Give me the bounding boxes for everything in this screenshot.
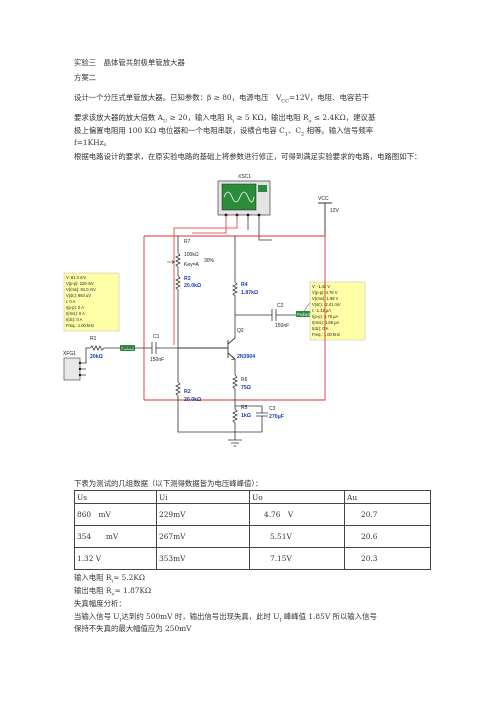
r4-resistor-icon: [232, 281, 238, 338]
svg-text:Freq.: 1.00 kHz: Freq.: 1.00 kHz: [312, 332, 340, 337]
vcc-label: VCC: [318, 196, 329, 202]
q-model: 2N3904: [237, 354, 255, 360]
cell: 229mV: [156, 503, 250, 526]
distortion-line-1: 当输入信号 UI达到约 500mV 时，输出信号出现失真，此时 UI 峰峰值 1…: [74, 612, 377, 624]
r4-name: R4: [241, 282, 248, 288]
r7-value: 100kΩ: [184, 252, 199, 258]
q-name: Q2: [237, 328, 244, 334]
distortion-line-2: 保持不失真的最大幅值应为 250mV: [74, 624, 192, 633]
r4-value: 1.87kΩ: [241, 290, 258, 296]
svg-text:I: -1.42 μA: I: -1.42 μA: [312, 308, 331, 313]
r7-name: R7: [184, 239, 191, 245]
r6-name: R6: [241, 377, 248, 383]
circuit-diagram: XSC1 VCC 12V R7 100kΩ 30% Key=A R3 20.0k…: [63, 174, 366, 447]
function-generator-icon: [63, 357, 82, 381]
output-resistance: 输出电阻 Ro≈ 1.87KΩ: [74, 586, 152, 598]
svg-text:Probe2: Probe2: [121, 346, 135, 351]
r7-resistor-icon: [175, 252, 181, 268]
ground-icon: [177, 402, 262, 447]
r2-name: R2: [184, 389, 191, 395]
svg-text:Freq.: 1.00 kHz: Freq.: 1.00 kHz: [66, 323, 94, 328]
r2-value: 20.0kΩ: [184, 397, 201, 403]
r5-resistor-icon: [232, 408, 238, 432]
cell: 354 mV: [74, 525, 157, 548]
paragraph-2: 根据电路设计的要求，在原实验电路的基础上将参数进行修正，可得到满足实验要求的电路…: [74, 152, 422, 161]
svg-text:I(dc): 0 A: I(dc): 0 A: [66, 317, 83, 322]
c2-name: C2: [277, 303, 284, 309]
r3-resistor-icon: [175, 275, 181, 348]
svg-text:Probe1: Probe1: [297, 312, 311, 317]
svg-text:V(p-p): 229 mV: V(p-p): 229 mV: [66, 281, 94, 286]
svg-text:I(rms): 1.69 μA: I(rms): 1.69 μA: [312, 320, 339, 325]
table-row: 1.32 V 353mV 7.15V 20.3: [74, 547, 431, 570]
svg-text:V(dc): -2.41 mV: V(dc): -2.41 mV: [312, 302, 341, 307]
vcc-value: 12V: [330, 208, 340, 214]
measurement-table: Us Ui Uo Au 860 mV 229mV 4.76 V 20.7 354…: [74, 490, 431, 570]
svg-text:V: -1.42 V: V: -1.42 V: [312, 284, 330, 289]
paragraph-line-1: 设计一个分压式单管放大器。已知参数：β ≥ 80，电源电压 VCC=12V，电阻…: [74, 93, 370, 105]
svg-text:I: 0 A: I: 0 A: [66, 299, 76, 304]
c2-capacitor-icon: [235, 309, 298, 321]
cell: 1.32 V: [74, 547, 157, 570]
r1-name: R1: [90, 336, 97, 342]
r7-key: Key=A: [184, 262, 200, 268]
paragraph-line-4: f=1KHz。: [74, 138, 111, 147]
svg-text:I(p-p): 0 A: I(p-p): 0 A: [66, 305, 84, 310]
r6-resistor-icon: [232, 374, 238, 402]
c3-name: C3: [269, 406, 276, 412]
cell: 20.7: [344, 503, 431, 526]
header-ui: Ui: [156, 490, 250, 504]
xfg-label: XFG1: [63, 351, 76, 357]
r3-name: R3: [184, 276, 191, 282]
page-title: 实验三 晶体管共射极单管放大器: [74, 58, 185, 67]
svg-text:I(rms): 0 A: I(rms): 0 A: [66, 311, 85, 316]
paragraph-line-3: 极上偏置电阻用 100 KΩ 电位器和一个电阻串联，设横合电容 C1、C2 相等…: [74, 126, 374, 138]
xsc-label: XSC1: [238, 174, 251, 180]
cell: 4.76 V: [249, 503, 345, 526]
table-row: 354 mV 267mV 5.51V 20.6: [74, 525, 431, 548]
c3-value: 270μF: [269, 414, 284, 420]
header-us: Us: [74, 490, 157, 504]
c1-value: 150nF: [150, 357, 164, 363]
svg-text:V(rms): 81.0 mV: V(rms): 81.0 mV: [66, 287, 96, 292]
svg-text:I(dc): 0 A: I(dc): 0 A: [312, 326, 329, 331]
cell: 20.6: [344, 525, 431, 548]
header-uo: Uo: [249, 490, 345, 504]
probe-readout-left: [63, 272, 120, 332]
c3-capacitor-icon: [235, 405, 268, 432]
cell: 353mV: [156, 547, 250, 570]
probe1-tag: Probe1: [296, 311, 311, 317]
probe-readout-right: [309, 281, 366, 341]
r6-value: 75Ω: [241, 385, 251, 391]
c1-capacitor-icon: [118, 342, 178, 354]
table-caption: 下表为测试的几组数据（以下测得数据皆为电压峰峰值）：: [74, 479, 263, 488]
paragraph-line-2: 要求该放大器的放大倍数 AU ≥ 20，输入电阻 Ri ≥ 5 KΩ，输出电阻 …: [74, 113, 376, 125]
r2-resistor-icon: [175, 381, 181, 402]
header-au: Au: [344, 490, 431, 504]
cell: 7.15V: [249, 547, 345, 570]
r7-percent: 30%: [204, 258, 215, 264]
c1-name: C1: [153, 334, 160, 340]
r1-resistor-icon: [89, 345, 118, 351]
svg-text:V: 81.3 mV: V: 81.3 mV: [66, 275, 86, 280]
cell: 267mV: [156, 525, 250, 548]
svg-text:V(dc): 864 uV: V(dc): 864 uV: [66, 293, 91, 298]
c2-value: 150nF: [275, 323, 289, 329]
table-header-row: Us Ui Uo Au: [74, 490, 431, 504]
page-subtitle: 方案二: [74, 73, 97, 82]
cell: 860 mV: [74, 503, 157, 526]
distortion-title: 失真幅度分析：: [74, 599, 126, 608]
r3-value: 20.0kΩ: [184, 283, 201, 289]
r5-name: R5: [241, 405, 248, 411]
input-resistance: 输入电阻 Ri≈ 5.2KΩ: [74, 573, 146, 585]
oscilloscope-icon: [217, 180, 271, 217]
probe-left-lines: V: 81.3 mV V(p-p): 229 mV V(rms): 81.0 m…: [66, 275, 96, 328]
table-row: 860 mV 229mV 4.76 V 20.7: [74, 503, 431, 526]
r5-value: 1kΩ: [241, 413, 251, 419]
transistor-icon: [178, 337, 236, 360]
cell: 20.3: [344, 547, 431, 570]
r1-value: 20kΩ: [90, 354, 103, 360]
cell: 5.51V: [249, 525, 345, 548]
